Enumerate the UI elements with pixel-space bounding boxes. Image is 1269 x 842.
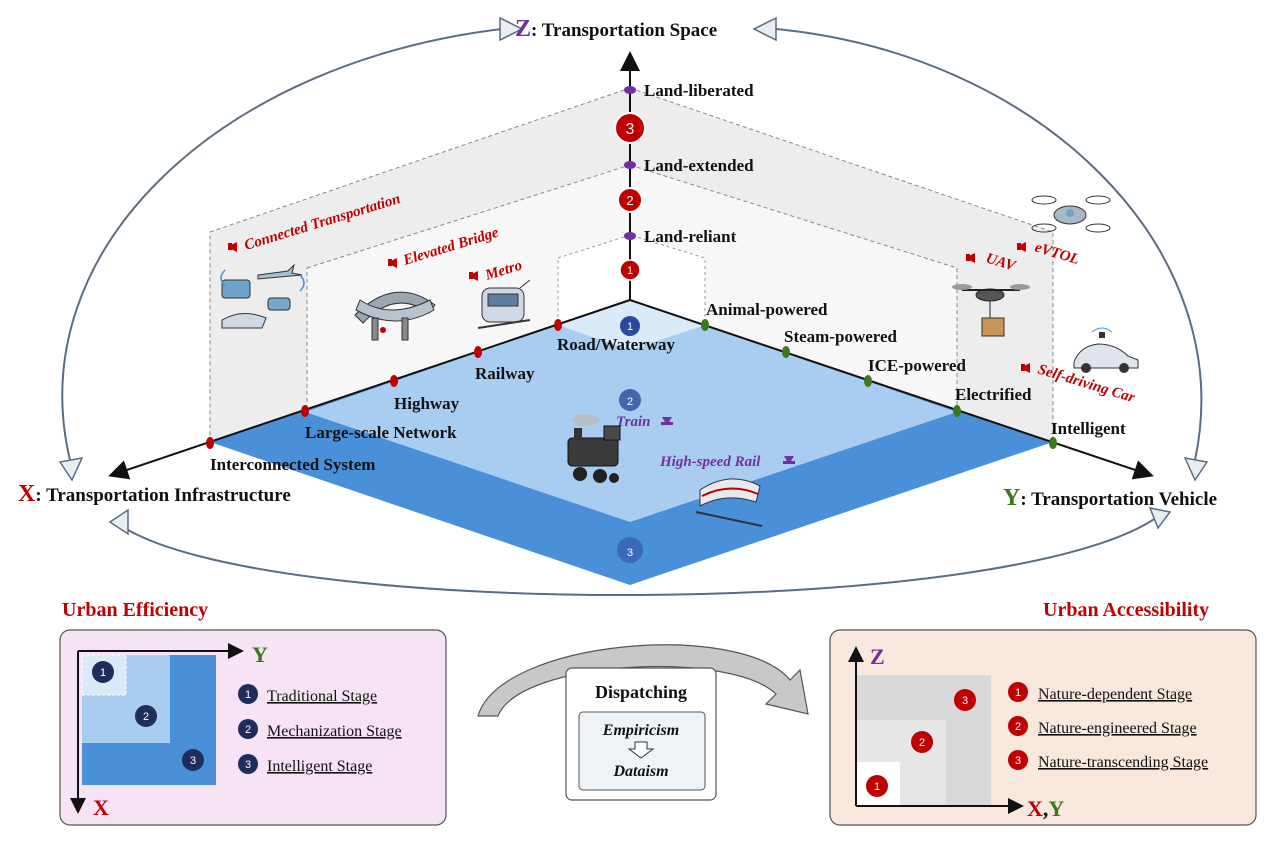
uav-icon xyxy=(952,284,1030,337)
y-level-5: Intelligent xyxy=(1051,419,1126,438)
steam-train-icon xyxy=(567,414,621,483)
svg-text:3: 3 xyxy=(627,547,633,559)
z-stage-marker-2: 2 xyxy=(617,187,643,213)
curve-arrow-right-top xyxy=(764,27,1203,461)
accessibility-legend-3: 3 Nature-transcending Stage xyxy=(1008,750,1208,771)
z-level-3: Land-liberated xyxy=(644,81,754,100)
y-level-1: Animal-powered xyxy=(706,300,828,319)
svg-text:Mechanization Stage: Mechanization Stage xyxy=(267,723,402,740)
y-level-2: Steam-powered xyxy=(784,327,898,346)
svg-text:3: 3 xyxy=(245,759,251,771)
x-axis-title: X: Transportation Infrastructure xyxy=(18,481,291,507)
svg-text:1: 1 xyxy=(874,781,880,793)
svg-text:2: 2 xyxy=(626,193,633,208)
svg-text:Traditional Stage: Traditional Stage xyxy=(267,688,377,705)
svg-text:2: 2 xyxy=(919,737,925,749)
self-driving-car-icon xyxy=(1073,327,1139,373)
high-speed-rail-icon xyxy=(695,478,763,527)
z-stage-marker-3: 3 xyxy=(614,112,646,144)
curve-arrow-bottom xyxy=(119,514,1161,596)
x-level-2: Railway xyxy=(475,364,535,383)
y-level-4: Electrified xyxy=(955,385,1032,404)
left-wall-mid xyxy=(306,164,631,413)
evtol-icon xyxy=(1031,195,1111,233)
svg-text:Nature-transcending Stage: Nature-transcending Stage xyxy=(1038,754,1208,771)
efficiency-marker-3: 3 xyxy=(182,749,204,771)
accessibility-marker-1: 1 xyxy=(866,775,888,797)
efficiency-legend-3: 3 Intelligent Stage xyxy=(238,754,372,775)
y-axis-title: Y: Transportation Vehicle xyxy=(1003,485,1217,511)
efficiency-title: Urban Efficiency xyxy=(62,599,208,621)
z-axis-ticks xyxy=(624,86,636,240)
z-level-2: Land-extended xyxy=(644,156,754,175)
y-level-3: ICE-powered xyxy=(868,356,966,375)
cycle-arrows xyxy=(61,27,1203,596)
accessibility-legend-1: 1 Nature-dependent Stage xyxy=(1008,682,1192,703)
svg-text:3: 3 xyxy=(962,695,968,707)
x-level-5: Interconnected System xyxy=(210,455,375,474)
dispatch-curved-arrow xyxy=(477,644,809,717)
efficiency-y-label: Y xyxy=(252,642,268,667)
svg-text:Train: Train xyxy=(616,414,650,430)
y-axis-line xyxy=(629,299,1154,480)
svg-text:1: 1 xyxy=(627,265,633,277)
svg-text:1: 1 xyxy=(627,321,633,333)
svg-text:3: 3 xyxy=(1015,755,1021,767)
x-axis-line xyxy=(108,299,631,480)
svg-text:2: 2 xyxy=(143,711,149,723)
efficiency-marker-1: 1 xyxy=(92,661,114,683)
svg-text:2: 2 xyxy=(1015,721,1021,733)
accessibility-legend-2: 2 Nature-engineered Stage xyxy=(1008,716,1197,737)
svg-text:Intelligent Stage: Intelligent Stage xyxy=(267,758,372,775)
curve-arrow-left-top xyxy=(61,27,511,461)
metro-icon xyxy=(477,279,531,329)
efficiency-marker-2: 2 xyxy=(135,705,157,727)
efficiency-legend-1: 1 Traditional Stage xyxy=(238,684,377,705)
x-level-1: Road/Waterway xyxy=(557,335,676,354)
svg-text:3: 3 xyxy=(626,121,635,138)
accessibility-title: Urban Accessibility xyxy=(1043,599,1209,621)
floor-marker-2: 2 xyxy=(619,389,641,411)
accessibility-z-label: Z xyxy=(870,644,885,669)
floor-stage-2 xyxy=(305,300,957,522)
dispatching-title: Dispatching xyxy=(595,682,687,702)
dispatching-to: Dataism xyxy=(612,763,668,780)
curve-arrow-heads xyxy=(58,16,1209,536)
floor-marker-1: 1 xyxy=(620,316,640,336)
svg-text:Nature-engineered Stage: Nature-engineered Stage xyxy=(1038,720,1197,737)
label-train: Train xyxy=(616,414,673,430)
elevated-bridge-icon xyxy=(354,291,436,341)
x-axis-ticks xyxy=(206,319,562,449)
z-level-1: Land-reliant xyxy=(644,227,737,246)
dispatching-down-arrow xyxy=(627,741,655,759)
dispatching-from: Empiricism xyxy=(602,722,679,739)
z-axis-title: Z: Transportation Space xyxy=(515,16,717,42)
accessibility-marker-2: 2 xyxy=(911,731,933,753)
floor-marker-3: 3 xyxy=(617,537,643,563)
svg-text:2: 2 xyxy=(245,724,251,736)
efficiency-legend-2: 2 Mechanization Stage xyxy=(238,719,402,740)
svg-text:3: 3 xyxy=(190,755,196,767)
svg-text:2: 2 xyxy=(627,396,633,408)
y-axis-ticks xyxy=(701,319,1057,449)
connected-transportation-icon xyxy=(220,263,305,329)
efficiency-x-label: X xyxy=(93,795,109,820)
svg-text:High-speed Rail: High-speed Rail xyxy=(659,454,761,470)
svg-text:1: 1 xyxy=(100,667,106,679)
svg-text:1: 1 xyxy=(245,689,251,701)
x-level-3: Highway xyxy=(394,394,460,413)
svg-text:Nature-dependent Stage: Nature-dependent Stage xyxy=(1038,686,1192,703)
z-stage-marker-1: 1 xyxy=(619,259,641,281)
svg-text:1: 1 xyxy=(1015,687,1021,699)
accessibility-xy-label: X,Y xyxy=(1027,796,1064,821)
accessibility-marker-3: 3 xyxy=(954,689,976,711)
x-level-4: Large-scale Network xyxy=(305,423,457,442)
label-high-speed-rail: High-speed Rail xyxy=(659,454,795,470)
